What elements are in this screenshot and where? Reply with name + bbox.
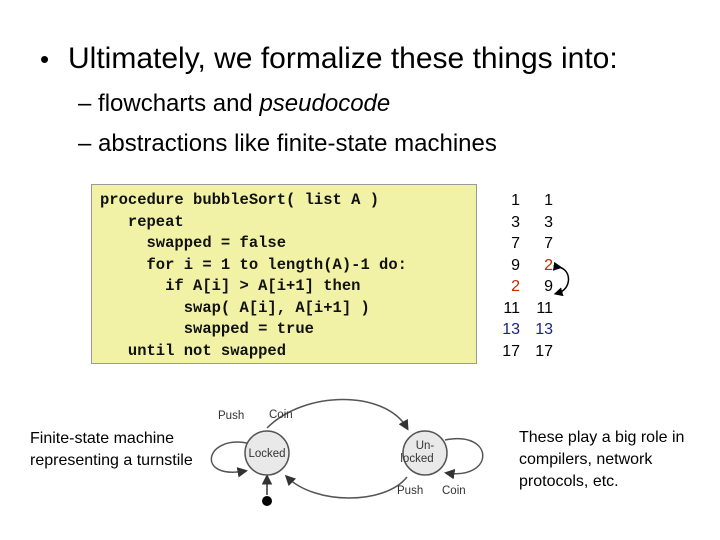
array-value: 3 — [511, 213, 520, 231]
compilers-caption: These play a big role in compilers, netw… — [519, 429, 685, 490]
fsm-transition-coin-bottom: Coin — [442, 485, 466, 497]
fsm-label-unlocked-1: Un- — [416, 440, 435, 452]
array-value: 17 — [502, 342, 520, 360]
sub-bullet-italic: pseudocode — [259, 90, 391, 117]
fsm-state-locked — [244, 430, 290, 476]
sub-bullet-text: abstractions like finite-state machines — [98, 130, 497, 157]
fsm-arc-coin — [266, 398, 409, 431]
fsm-caption: Finite-state machine representing a turn… — [30, 430, 193, 469]
sub-bullet-text: flowcharts and — [98, 90, 260, 117]
main-bullet: • Ultimately, we formalize these things … — [40, 42, 618, 76]
code-line: swap( A[i], A[i+1] ) — [100, 298, 370, 317]
main-bullet-text: Ultimately, we formalize these things in… — [68, 42, 618, 75]
fsm-arc-push — [284, 474, 408, 499]
code-line: repeat — [100, 212, 184, 231]
array-value: 11 — [503, 299, 520, 317]
code-line: swapped = true — [100, 320, 314, 338]
sub-bullet-dash: – — [78, 130, 92, 157]
array-value: 1 — [544, 192, 553, 209]
array-value: 3 — [544, 213, 553, 231]
array-value: 1 — [511, 192, 520, 209]
pseudocode-box: procedure bubbleSort( list A ) repeat sw… — [91, 184, 477, 364]
fsm-diagram: Locked Un- locked Push Coin Push Coin — [210, 398, 484, 506]
code-line: swapped = false — [100, 234, 287, 252]
swap-arrow-icon — [552, 261, 570, 297]
array-value: 7 — [511, 235, 520, 252]
array-value: 11 — [536, 299, 553, 317]
fsm-transition-push-bottom: Push — [397, 485, 423, 497]
fsm-state-unlocked — [402, 430, 448, 476]
fsm-transition-push-top: Push — [218, 410, 244, 422]
array-value-highlight: 13 — [502, 321, 520, 338]
code-line: if A[i] > A[i+1] then — [100, 277, 361, 295]
code-line: procedure bubbleSort( list A ) — [100, 191, 380, 209]
fsm-self-loop-unlocked — [444, 437, 484, 480]
array-after-column: 1 3 7 2 9 11 13 17 — [527, 190, 553, 362]
array-value-highlight: 2 — [511, 278, 520, 295]
fsm-self-loop-locked — [210, 441, 248, 478]
array-value: 9 — [544, 278, 553, 295]
fsm-initial-dot — [262, 496, 272, 506]
bullet-dot: • — [40, 44, 50, 74]
fsm-label-locked: Locked — [248, 448, 285, 460]
array-value: 7 — [544, 235, 553, 252]
array-before-column: 1 3 7 9 2 11 13 17 — [494, 190, 520, 362]
sub-bullet-2: – abstractions like finite-state machine… — [78, 130, 497, 158]
array-value-highlight: 13 — [535, 321, 553, 338]
code-line: for i = 1 to length(A)-1 do: — [100, 255, 407, 274]
fsm-transition-coin-top: Coin — [269, 409, 293, 421]
array-value: 17 — [535, 342, 553, 360]
code-line: until not swapped — [100, 341, 287, 360]
array-value: 9 — [511, 256, 520, 274]
array-value-highlight: 2 — [544, 256, 553, 274]
fsm-label-unlocked-2: locked — [400, 453, 433, 465]
sub-bullet-1: – flowcharts and pseudocode — [78, 90, 390, 118]
sub-bullet-dash: – — [78, 90, 92, 117]
